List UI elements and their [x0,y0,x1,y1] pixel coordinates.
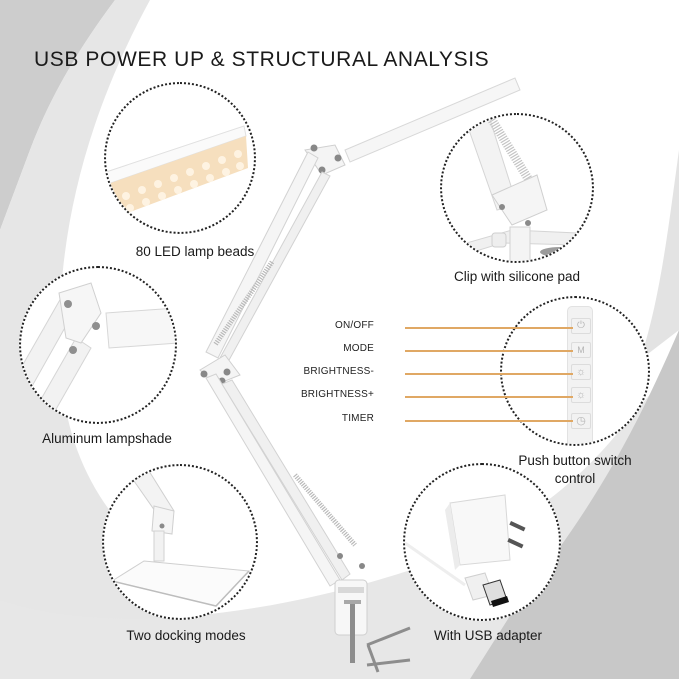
feature-circle-led [104,82,256,234]
callout-line-on-off [405,327,573,329]
callout-mode: MODE [0,343,374,357]
led-light-bar-icon [106,125,248,218]
clamp-clip-icon [442,115,580,261]
callout-brightness-up: BRIGHTNESS+ [0,389,374,403]
mode-icon[interactable]: M [571,342,591,358]
caption-control-line1: Push button switch [518,453,632,468]
desk-base-icon [110,470,251,607]
callout-line-mode [405,350,573,352]
lampshade-joint-icon [21,282,175,419]
callout-label-brightness-down: BRIGHTNESS- [303,366,374,377]
callout-on-off: ON/OFF [0,320,374,334]
usb-adapter-icon [405,494,526,607]
caption-base: Two docking modes [126,628,246,643]
caption-control-line2: control [554,471,596,486]
callout-label-mode: MODE [343,343,374,354]
callout-label-on-off: ON/OFF [335,320,374,331]
callout-line-brightness-down [405,373,573,375]
caption-clip: Clip with silicone pad [453,269,581,284]
feature-circle-shade [19,266,177,424]
caption-adapter: With USB adapter [433,628,543,643]
brightness-up-icon[interactable]: ☼ [571,387,591,403]
power-icon[interactable]: ⏻ [571,318,591,334]
callout-line-brightness-up [405,396,573,398]
caption-led: 80 LED lamp beads [135,244,255,259]
feature-circle-adapter [403,463,561,621]
callout-brightness-down: BRIGHTNESS- [0,366,374,380]
feature-circle-clip [440,113,594,263]
caption-shade: Aluminum lampshade [42,431,172,446]
page-title: USB POWER UP & STRUCTURAL ANALYSIS [34,48,490,71]
callout-label-timer: TIMER [341,413,374,424]
brightness-down-icon[interactable]: ☼ [571,364,591,380]
timer-icon[interactable]: ◷ [571,413,591,429]
feature-circle-base [102,464,258,620]
callout-line-timer [405,420,573,422]
callout-label-brightness-up: BRIGHTNESS+ [300,389,374,400]
callout-timer: TIMER [0,413,374,427]
